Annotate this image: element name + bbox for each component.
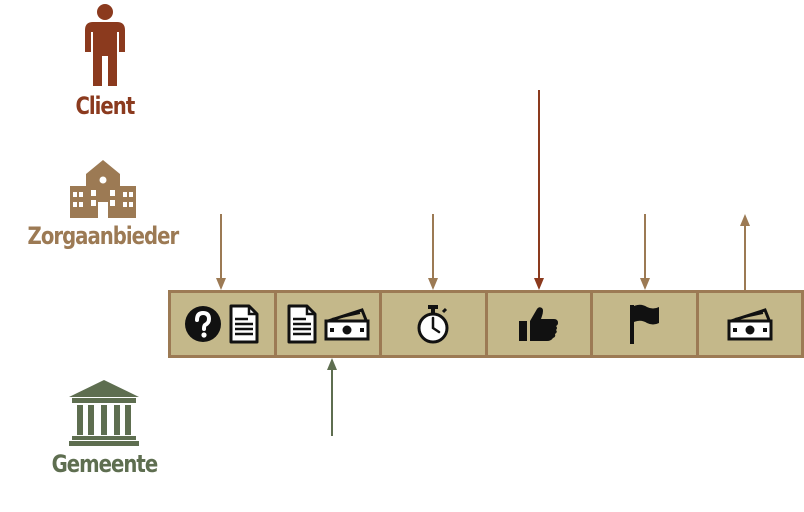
process-step-3 bbox=[382, 290, 488, 358]
flow-arrow-step-2 bbox=[327, 358, 337, 436]
stopwatch-icon bbox=[417, 305, 449, 344]
flag-icon bbox=[630, 304, 660, 344]
flow-arrow-step-1 bbox=[216, 214, 226, 290]
actor-label-client: Client bbox=[75, 92, 136, 120]
money-icon bbox=[727, 308, 773, 341]
process-step-4 bbox=[487, 290, 593, 358]
actor-municipality: Gemeente bbox=[34, 380, 174, 478]
actor-client: Client bbox=[40, 2, 170, 120]
process-step-5 bbox=[593, 290, 699, 358]
flow-arrow-step-6 bbox=[740, 214, 750, 290]
actor-label-municipality: Gemeente bbox=[51, 450, 158, 478]
building-icon bbox=[70, 160, 136, 218]
flow-arrow-step-3 bbox=[428, 214, 438, 290]
question-circle-icon bbox=[185, 306, 222, 342]
person-icon bbox=[85, 4, 125, 86]
flow-arrow-step-5 bbox=[640, 214, 650, 290]
thumbs-up-icon bbox=[518, 307, 558, 341]
document-icon bbox=[287, 304, 317, 344]
process-bar bbox=[168, 290, 804, 358]
actor-provider: Zorgaanbieder bbox=[0, 160, 206, 250]
process-step-6 bbox=[698, 290, 804, 358]
actor-label-provider: Zorgaanbieder bbox=[27, 222, 180, 250]
government-building-icon bbox=[69, 380, 139, 446]
process-step-2 bbox=[276, 290, 382, 358]
document-icon bbox=[229, 304, 259, 344]
process-step-1 bbox=[168, 290, 277, 358]
flow-arrow-step-4 bbox=[534, 90, 544, 290]
money-icon bbox=[324, 308, 370, 341]
